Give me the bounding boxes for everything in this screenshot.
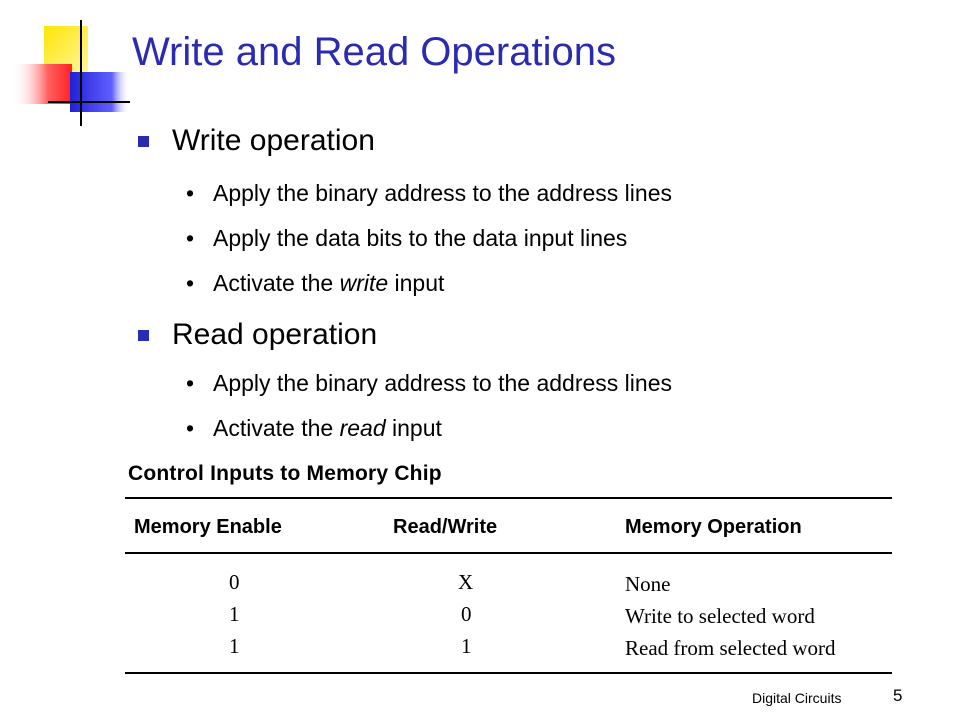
bullet-heading-text: Write operation (172, 124, 375, 157)
corner-decoration-graphic (12, 20, 130, 126)
dot-bullet-icon: • (186, 224, 195, 251)
sub-bullet-text: Activate the read input (213, 415, 442, 442)
dot-bullet-icon: • (186, 269, 195, 296)
page-number: 5 (893, 686, 903, 705)
sub-bullet-item: • Activate the read input (186, 411, 442, 445)
sub-bullet-text: Apply the binary address to the address … (213, 179, 672, 206)
column-header-memory-enable: Memory Enable (134, 516, 282, 538)
table-cell: None (625, 572, 671, 596)
table-caption: Control Inputs to Memory Chip (128, 462, 442, 485)
table-bottom-rule (125, 672, 892, 674)
sub-bullet-text: Apply the binary address to the address … (213, 369, 672, 396)
sub-bullet-emphasis: write (339, 269, 389, 296)
sub-bullet-text: Apply the data bits to the data input li… (213, 224, 628, 251)
dot-bullet-icon: • (186, 369, 195, 396)
sub-bullet-text: Activate the write input (213, 270, 444, 297)
table-cell: 0 (229, 570, 240, 594)
dot-bullet-icon: • (186, 414, 195, 441)
table-cell: Write to selected word (625, 604, 815, 628)
sub-bullet-text-part: Activate the (213, 414, 340, 441)
memory-control-table: Control Inputs to Memory Chip Memory Ena… (125, 456, 892, 678)
bullet-heading-write: Write operation (138, 121, 375, 161)
table-cell: Read from selected word (625, 636, 836, 660)
table-top-rule (125, 497, 892, 499)
corner-decoration (0, 0, 135, 135)
square-bullet-icon (138, 135, 149, 147)
table-cell: X (458, 570, 474, 594)
sub-bullet-text-part: input (385, 414, 442, 441)
sub-bullet-text-part: input (388, 269, 445, 296)
column-header-memory-operation: Memory Operation (625, 516, 802, 538)
sub-bullet-text-part: Activate the (213, 269, 340, 296)
sub-bullet-item: • Apply the binary address to the addres… (186, 176, 672, 210)
dot-bullet-icon: • (186, 179, 195, 206)
bullet-heading-read: Read operation (138, 315, 377, 355)
sub-bullet-item: • Activate the write input (186, 266, 444, 300)
sub-bullet-emphasis: read (339, 414, 386, 441)
table-cell: 0 (461, 602, 472, 626)
table-cell: 1 (461, 634, 472, 658)
table-header-rule (125, 552, 892, 554)
square-bullet-icon (138, 329, 149, 341)
bullet-heading-text: Read operation (172, 318, 378, 351)
slide-title: Write and Read Operations (132, 30, 616, 74)
footer-label: Digital Circuits (752, 690, 842, 706)
table-cell: 1 (229, 602, 240, 626)
sub-bullet-item: • Apply the data bits to the data input … (186, 221, 627, 255)
column-header-read-write: Read/Write (393, 516, 498, 538)
table-cell: 1 (229, 634, 240, 658)
sub-bullet-item: • Apply the binary address to the addres… (186, 366, 672, 400)
